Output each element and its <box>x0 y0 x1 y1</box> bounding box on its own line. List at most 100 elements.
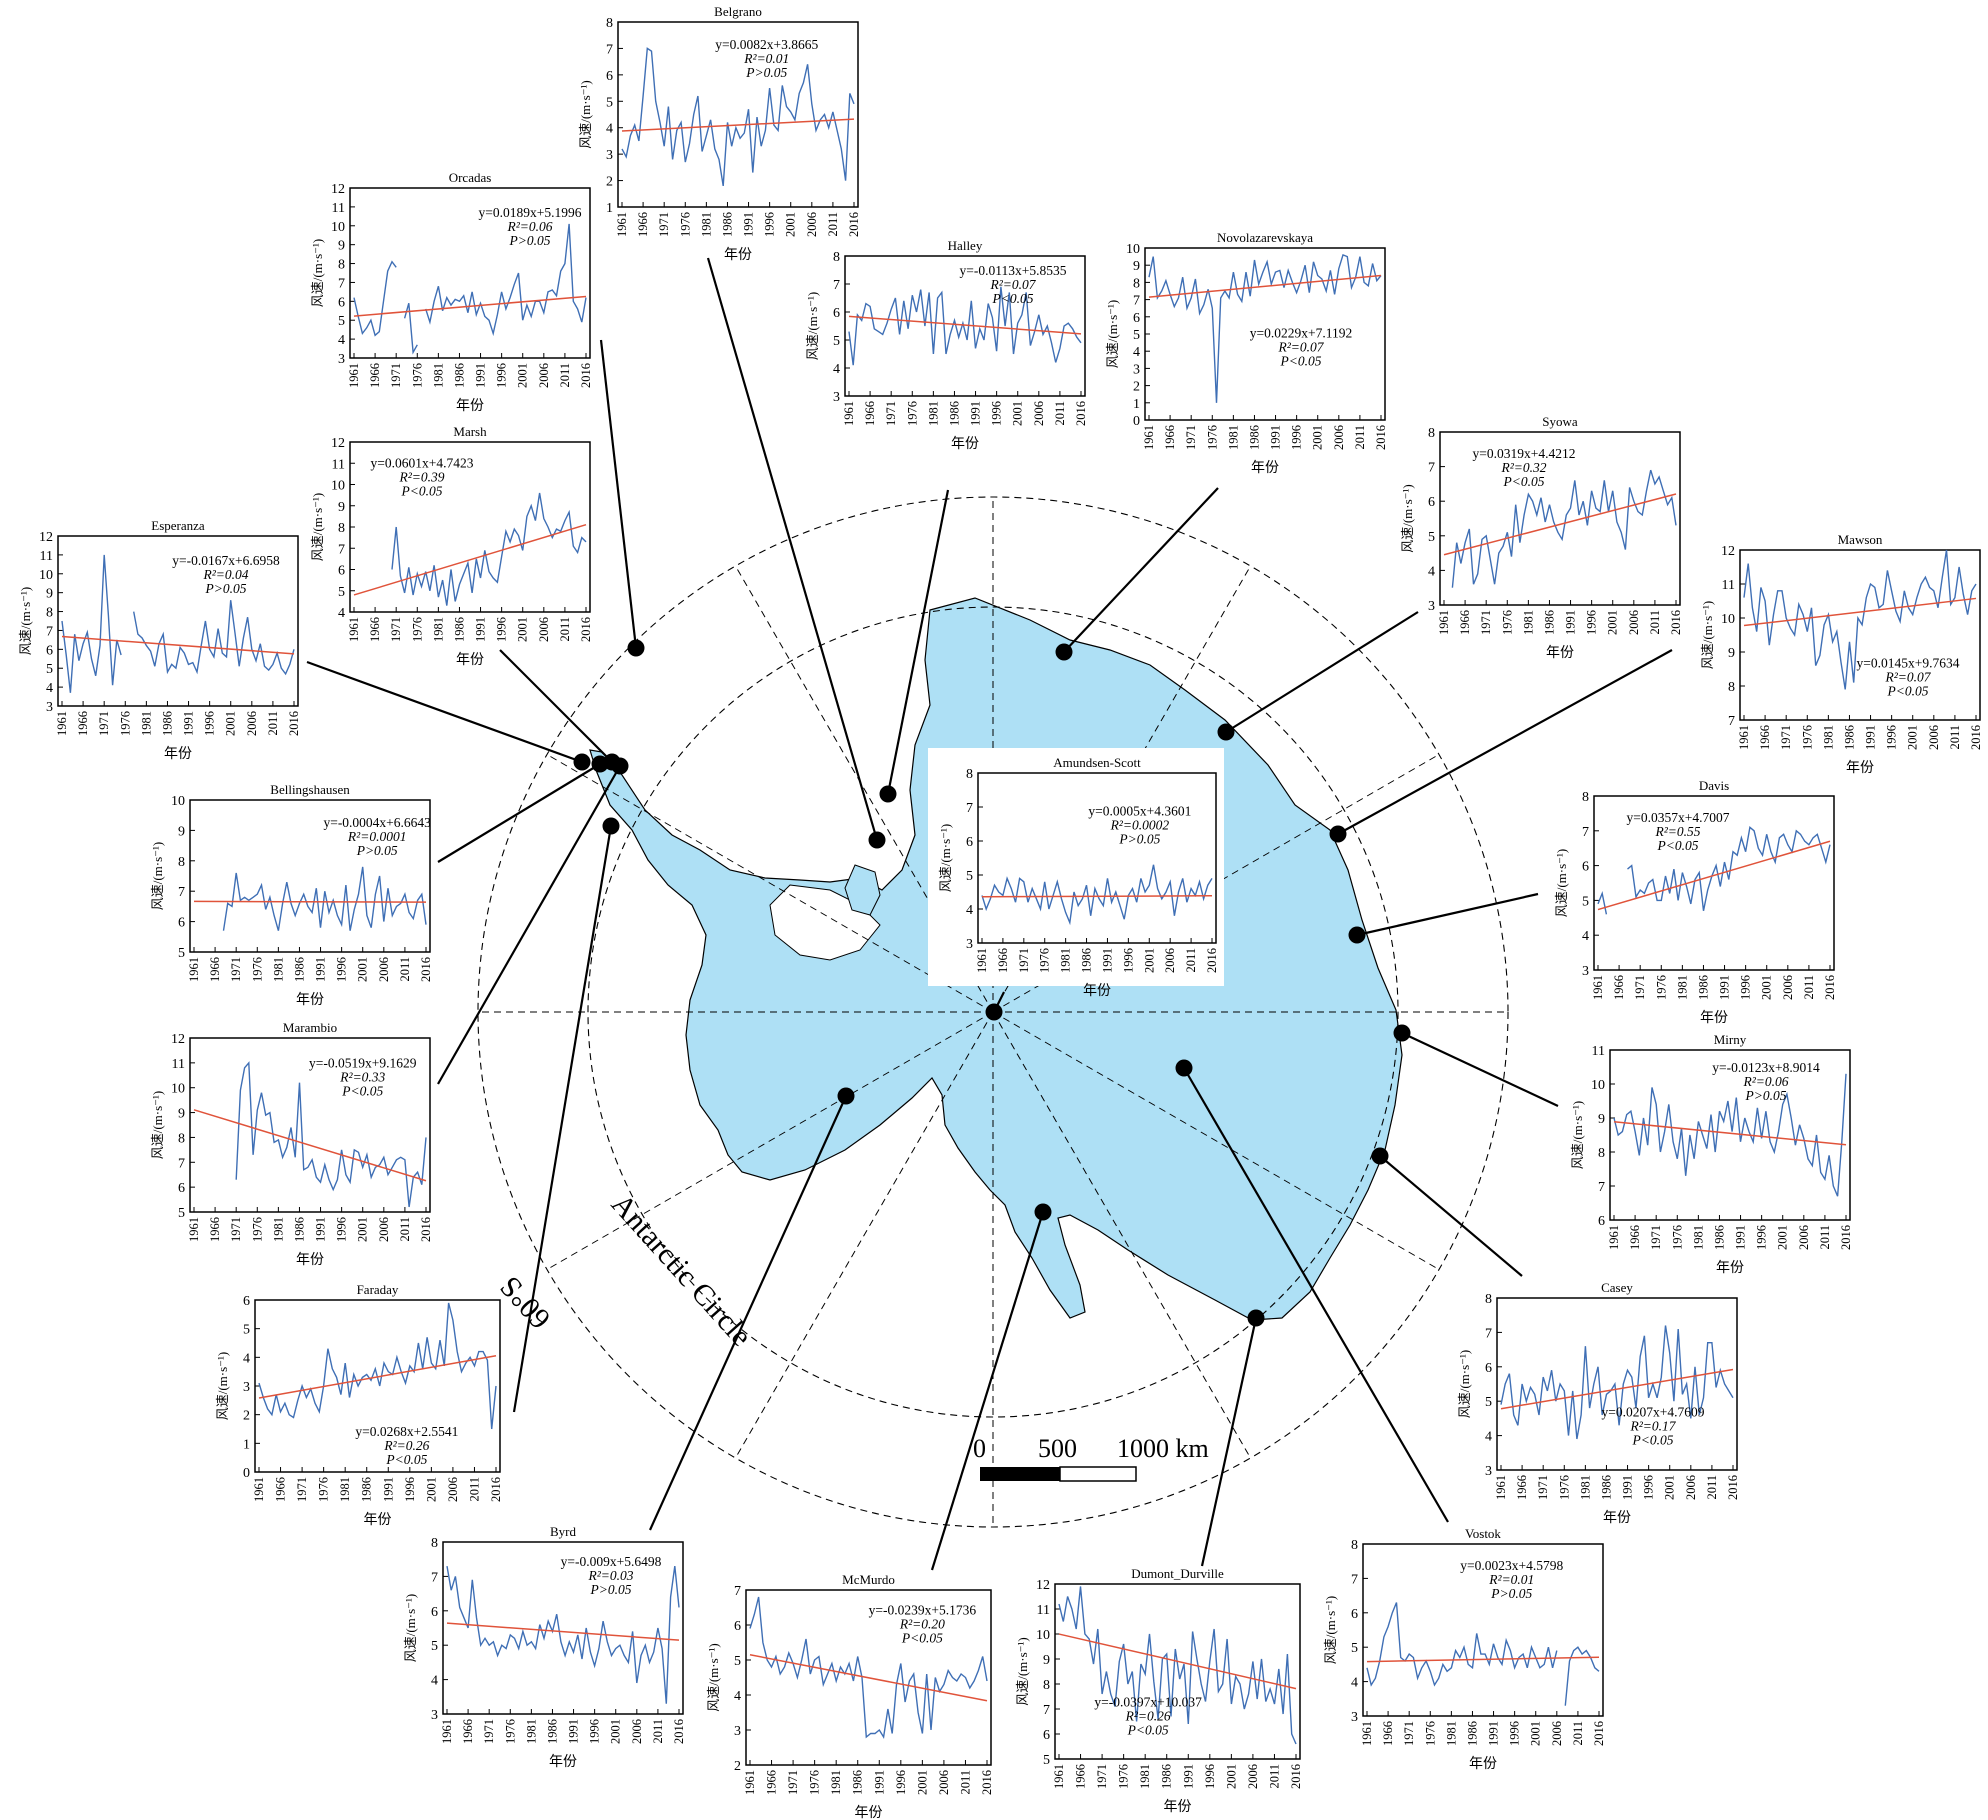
x-tick-label: 1996 <box>403 1477 417 1502</box>
y-axis-label: 风速/(m·s⁻¹) <box>310 239 325 308</box>
x-tick-label: 1991 <box>969 401 983 426</box>
regression-equation: y=0.0268x+2.5541 <box>355 1424 458 1439</box>
y-tick-label: 6 <box>1351 1607 1358 1622</box>
y-tick-label: 8 <box>1428 426 1435 441</box>
x-tick-label: 1996 <box>495 617 509 642</box>
y-tick-label: 9 <box>178 824 185 839</box>
x-tick-label: 1961 <box>842 401 856 426</box>
x-tick-label: 1971 <box>389 363 403 388</box>
x-tick-label: 1991 <box>1269 425 1283 450</box>
y-tick-label: 5 <box>338 314 345 329</box>
plot-frame <box>1609 1049 1851 1221</box>
scale-label-0: 0 <box>973 1434 986 1463</box>
y-tick-label: 6 <box>1485 1361 1492 1376</box>
x-tick-label: 1971 <box>1095 1764 1109 1789</box>
y-axis-label: 风速/(m·s⁻¹) <box>1323 1596 1338 1665</box>
y-tick-label: 6 <box>1582 860 1589 875</box>
y-tick-label: 6 <box>178 1181 185 1196</box>
series-line <box>61 554 295 693</box>
x-tick-label: 1986 <box>1160 1764 1174 1789</box>
x-tick-label: 1976 <box>250 957 264 982</box>
r-squared: R²=0.39 <box>398 470 444 485</box>
series-line <box>1500 1325 1734 1440</box>
y-tick-label: 4 <box>1133 345 1140 360</box>
y-axis-label: 风速/(m·s⁻¹) <box>18 587 33 656</box>
plot-frame <box>57 535 299 707</box>
regression-equation: y=-0.0123x+8.9014 <box>1712 1060 1820 1075</box>
p-value: P>0.05 <box>356 843 398 858</box>
y-tick-label: 4 <box>1428 564 1435 579</box>
y-tick-label: 5 <box>431 1639 438 1654</box>
x-tick-label: 1971 <box>482 1719 496 1744</box>
chart-title: Mawson <box>1838 532 1883 547</box>
x-tick-label: 2001 <box>784 212 798 237</box>
chart-title: Esperanza <box>151 518 205 533</box>
p-value: P<0.05 <box>341 1083 383 1098</box>
x-tick-label: 1961 <box>440 1719 454 1744</box>
x-tick-label: 1996 <box>1203 1764 1217 1789</box>
y-tick-label: 6 <box>1598 1214 1605 1229</box>
y-tick-label: 8 <box>606 16 613 31</box>
series-line <box>391 492 587 606</box>
plot-frame <box>1739 549 1981 721</box>
y-tick-label: 5 <box>1133 328 1140 343</box>
y-axis-label: 风速/(m·s⁻¹) <box>150 1091 165 1160</box>
y-tick-label: 8 <box>1728 680 1735 695</box>
y-axis-label: 风速/(m·s⁻¹) <box>310 493 325 562</box>
x-tick-label: 2006 <box>1627 610 1641 635</box>
x-tick-label: 2006 <box>1797 1225 1811 1250</box>
x-tick-label: 1976 <box>410 617 424 642</box>
x-tick-label: 1986 <box>851 1770 865 1795</box>
y-tick-label: 3 <box>1133 362 1140 377</box>
chart-title: Orcadas <box>449 170 492 185</box>
regression-equation: y=-0.0167x+6.6958 <box>172 553 280 568</box>
x-tick-label: 1976 <box>1800 725 1814 750</box>
plot-frame <box>1496 1297 1738 1471</box>
regression-equation: y=0.0189x+5.1996 <box>479 205 582 220</box>
x-tick-label: 2016 <box>1669 610 1683 635</box>
x-tick-label: 2006 <box>537 617 551 642</box>
x-tick-label: 1961 <box>55 711 69 736</box>
x-tick-label: 1971 <box>1017 948 1031 973</box>
x-tick-label: 2011 <box>1705 1475 1719 1500</box>
x-tick-label: 1971 <box>1184 425 1198 450</box>
antarctic-circle-label: Antarctic Circle <box>605 1188 758 1353</box>
regression-equation: y=-0.0397x+10.037 <box>1094 1694 1202 1709</box>
chart-title: Marsh <box>453 424 487 439</box>
y-tick-label: 5 <box>243 1323 250 1338</box>
r-squared: R²=0.20 <box>899 1616 945 1631</box>
plot-frame <box>977 772 1217 944</box>
y-tick-label: 7 <box>606 42 613 57</box>
x-tick-label: 1976 <box>1654 975 1668 1000</box>
x-tick-label: 2011 <box>1053 401 1067 426</box>
trend-line <box>1366 1656 1600 1663</box>
y-tick-label: 12 <box>331 182 345 197</box>
x-tick-label: 2006 <box>377 1217 391 1242</box>
x-axis-label: 年份 <box>1700 1010 1728 1026</box>
y-tick-label: 5 <box>338 585 345 600</box>
r-squared: R²=0.03 <box>587 1568 633 1583</box>
regression-equation: y=0.0319x+4.4212 <box>1473 446 1576 461</box>
y-tick-label: 12 <box>331 436 345 451</box>
x-tick-label: 1981 <box>524 1719 538 1744</box>
x-tick-label: 2001 <box>516 363 530 388</box>
y-tick-label: 9 <box>1598 1112 1605 1127</box>
x-tick-label: 1986 <box>1599 1475 1613 1500</box>
x-tick-label: 1976 <box>317 1477 331 1502</box>
x-tick-label: 1986 <box>1080 948 1094 973</box>
chart-title: McMurdo <box>842 1572 895 1587</box>
r-squared: R²=0.01 <box>1488 1572 1534 1587</box>
p-value: P>0.05 <box>1745 1088 1787 1103</box>
p-value: P>0.05 <box>1490 1586 1532 1601</box>
y-tick-label: 8 <box>431 1536 438 1551</box>
y-tick-label: 8 <box>338 521 345 536</box>
x-tick-label: 1996 <box>203 711 217 736</box>
x-tick-label: 2016 <box>1374 425 1388 450</box>
regression-equation: y=-0.0004x+6.6643 <box>323 815 431 830</box>
y-tick-label: 3 <box>46 700 53 715</box>
y-tick-label: 0 <box>1133 414 1140 429</box>
